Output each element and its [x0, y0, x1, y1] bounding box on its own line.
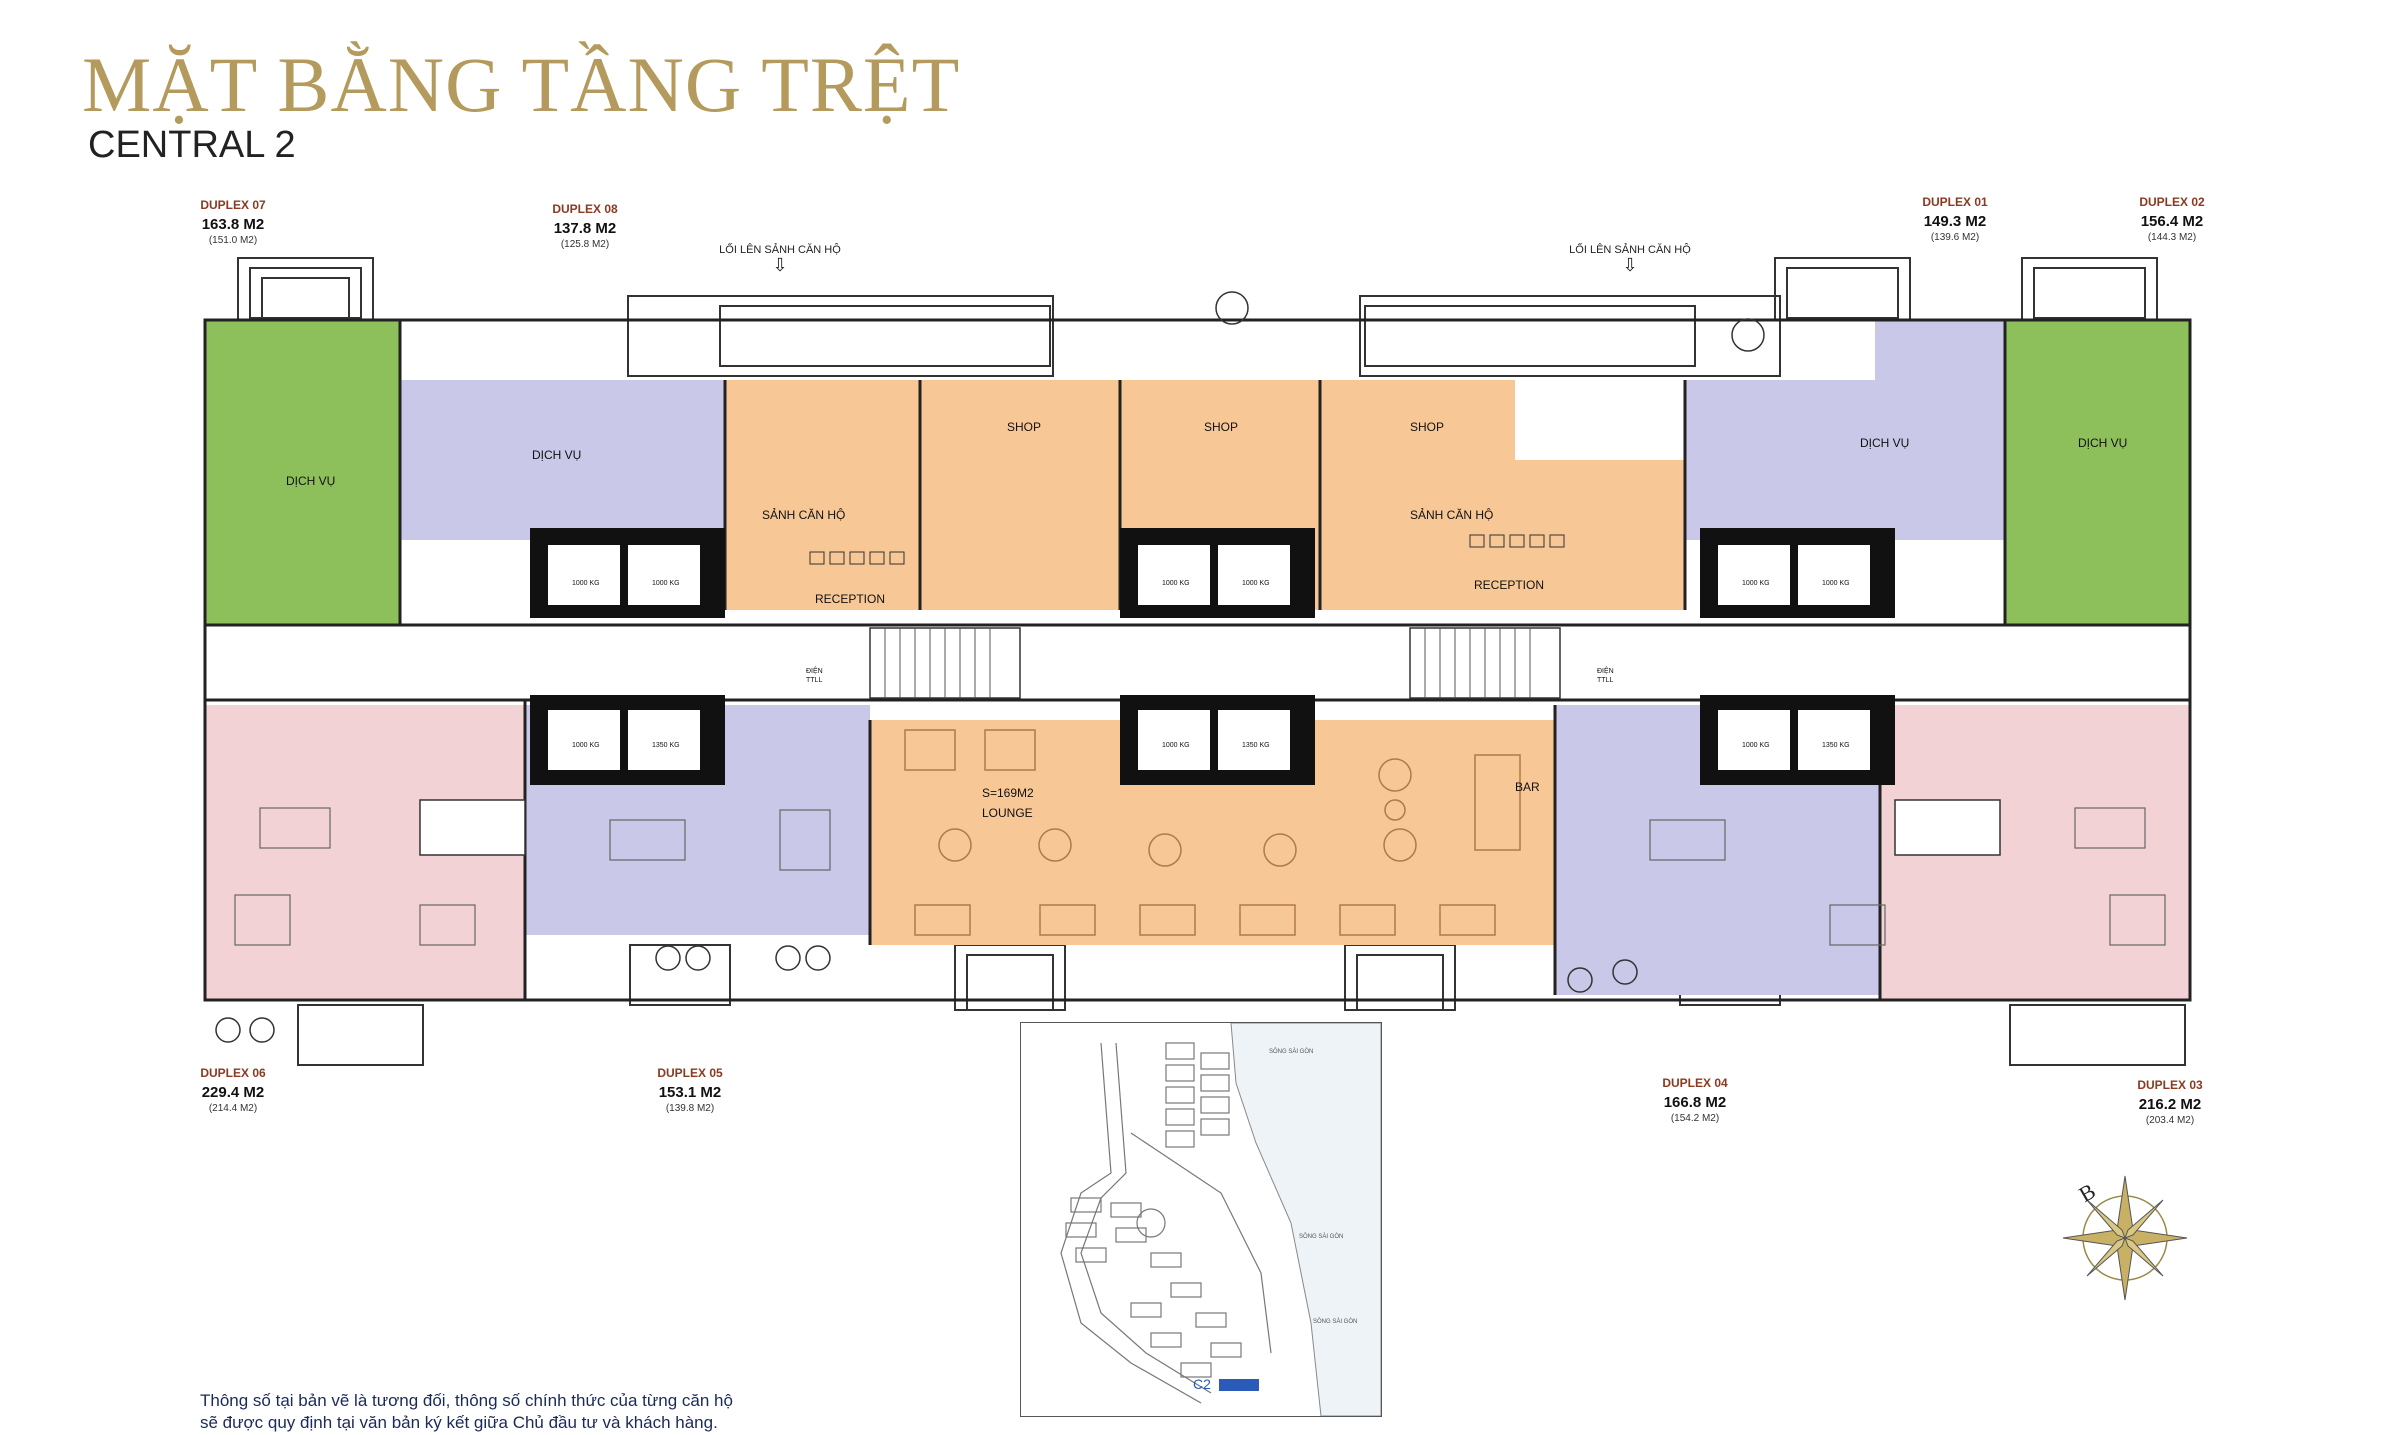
elec-label-right: ĐIỆN: [1597, 668, 1614, 675]
footnote: Thông số tại bản vẽ là tương đối, thông …: [200, 1390, 733, 1434]
page-subtitle: CENTRAL 2: [88, 124, 296, 166]
unit-label-duplex-08[interactable]: DUPLEX 08 137.8 M2 (125.8 M2): [530, 202, 640, 250]
building-c2-label: C2: [1193, 1376, 1211, 1392]
elevator-capacity: 1000 KG: [1162, 580, 1190, 587]
room-label-service-duplex-07: DỊCH VỤ: [286, 474, 336, 488]
unit-net-area: (144.3 M2): [2147, 232, 2197, 243]
river-label: SÔNG SÀI GÒN: [1269, 1048, 1313, 1055]
unit-area: 166.8 M2: [1663, 1094, 1727, 1111]
unit-net-area: (139.6 M2): [1930, 232, 1980, 243]
unit-label-duplex-03[interactable]: DUPLEX 03 216.2 M2 (203.4 M2): [2115, 1078, 2225, 1126]
down-arrow-icon: ⇩: [1622, 255, 1638, 275]
elevator-capacity: 1000 KG: [1822, 580, 1850, 587]
unit-area: 137.8 M2: [553, 220, 617, 237]
zone-service-duplex-02: [2005, 320, 2190, 625]
zone-lobby-left: [725, 380, 920, 610]
unit-name: DUPLEX 03: [2137, 1078, 2203, 1092]
unit-net-area: (139.8 M2): [665, 1103, 715, 1114]
zone-service-duplex-01: [1685, 380, 1875, 540]
unit-area: 149.3 M2: [1923, 213, 1987, 230]
elevator-capacity: 1000 KG: [1742, 580, 1770, 587]
site-map-drawing: C2 SÔNG SÀI GÒN SÔNG SÀI GÒN SÔNG SÀI GÒ…: [1060, 1022, 1382, 1417]
zone-shop-1: [920, 380, 1120, 610]
elec-label-left: ĐIỆN: [806, 668, 823, 675]
elevator-banks: [530, 528, 1895, 785]
room-label-bar: BAR: [1515, 780, 1540, 794]
unit-label-duplex-01[interactable]: DUPLEX 01 149.3 M2 (139.6 M2): [1900, 195, 2010, 243]
unit-name: DUPLEX 08: [552, 202, 618, 216]
unit-label-duplex-05[interactable]: DUPLEX 05 153.1 M2 (139.8 M2): [635, 1066, 745, 1114]
river-label: SÔNG SÀI GÒN: [1299, 1233, 1343, 1240]
elevator-capacity: 1350 KG: [1822, 742, 1850, 749]
unit-area: 229.4 M2: [201, 1084, 265, 1101]
unit-label-duplex-04[interactable]: DUPLEX 04 166.8 M2 (154.2 M2): [1640, 1076, 1750, 1124]
unit-area: 153.1 M2: [658, 1084, 722, 1101]
unit-net-area: (214.4 M2): [208, 1103, 258, 1114]
footnote-line-1: Thông số tại bản vẽ là tương đối, thông …: [200, 1391, 733, 1410]
page-title: MẶT BẰNG TẦNG TRỆT: [82, 41, 961, 128]
room-label-lobby-right: SẢNH CĂN HỘ: [1410, 508, 1494, 522]
footnote-line-2: sẽ được quy định tại văn bản ký kết giữa…: [200, 1413, 718, 1432]
unit-label-duplex-07[interactable]: DUPLEX 07 163.8 M2 (151.0 M2): [178, 198, 288, 246]
compass-rose: [2062, 1175, 2188, 1301]
core-access-label-left: LỐI LÊN SẢNH CĂN HỘ ⇩: [700, 244, 860, 274]
unit-net-area: (125.8 M2): [560, 239, 610, 250]
core-access-label-right: LỐI LÊN SẢNH CĂN HỘ ⇩: [1550, 244, 1710, 274]
unit-name: DUPLEX 04: [1662, 1076, 1728, 1090]
zone-service-duplex-07: [205, 320, 400, 625]
room-label-reception-left: RECEPTION: [815, 592, 886, 606]
unit-net-area: (154.2 M2): [1670, 1113, 1720, 1124]
ttll-label-left: TTLL: [806, 677, 823, 684]
room-label-service-duplex-02: DỊCH VỤ: [2078, 436, 2128, 450]
room-label-lobby-left: SẢNH CĂN HỘ: [762, 508, 846, 522]
unit-net-area: (203.4 M2): [2145, 1115, 2195, 1126]
unit-area: 156.4 M2: [2140, 213, 2204, 230]
room-label-shop-2: SHOP: [1204, 420, 1239, 434]
room-label-lounge: LOUNGE: [982, 806, 1033, 820]
unit-area: 163.8 M2: [201, 216, 265, 233]
elevator-capacity: 1000 KG: [1242, 580, 1270, 587]
elevator-capacity: 1000 KG: [572, 580, 600, 587]
site-map-inset[interactable]: C2 SÔNG SÀI GÒN SÔNG SÀI GÒN SÔNG SÀI GÒ…: [1020, 1022, 1382, 1417]
lounge-furniture: [904, 729, 1521, 936]
elevator-capacity: 1000 KG: [572, 742, 600, 749]
trees: [215, 291, 1765, 1043]
room-label-reception-right: RECEPTION: [1474, 578, 1545, 592]
room-label-service-duplex-08: DỊCH VỤ: [532, 448, 582, 462]
building-c2-marker: [1219, 1379, 1259, 1391]
room-label-service-duplex-01: DỊCH VỤ: [1860, 436, 1910, 450]
unit-name: DUPLEX 01: [1922, 195, 1988, 209]
zones: [205, 320, 2190, 1000]
elevator-capacity: 1350 KG: [1242, 742, 1270, 749]
unit-net-area: (151.0 M2): [208, 235, 258, 246]
zone-service-duplex-01b: [1875, 320, 2005, 540]
zone-service-duplex-08: [400, 380, 725, 540]
unit-name: DUPLEX 02: [2139, 195, 2205, 209]
elevator-capacity: 1000 KG: [1742, 742, 1770, 749]
unit-name: DUPLEX 06: [200, 1066, 266, 1080]
elevator-capacity: 1000 KG: [652, 580, 680, 587]
elevator-capacity: 1350 KG: [652, 742, 680, 749]
unit-label-duplex-06[interactable]: DUPLEX 06 229.4 M2 (214.4 M2): [178, 1066, 288, 1114]
down-arrow-icon: ⇩: [772, 255, 788, 275]
elevator-capacity: 1000 KG: [1162, 742, 1190, 749]
river-label: SÔNG SÀI GÒN: [1313, 1318, 1357, 1325]
room-label-shop-3: SHOP: [1410, 420, 1445, 434]
room-label-lounge-area: S=169M2: [982, 786, 1034, 800]
unit-label-duplex-02[interactable]: DUPLEX 02 156.4 M2 (144.3 M2): [2117, 195, 2227, 243]
ttll-label-right: TTLL: [1597, 677, 1614, 684]
unit-name: DUPLEX 07: [200, 198, 266, 212]
unit-name: DUPLEX 05: [657, 1066, 723, 1080]
room-label-shop-1: SHOP: [1007, 420, 1042, 434]
unit-area: 216.2 M2: [2138, 1096, 2202, 1113]
